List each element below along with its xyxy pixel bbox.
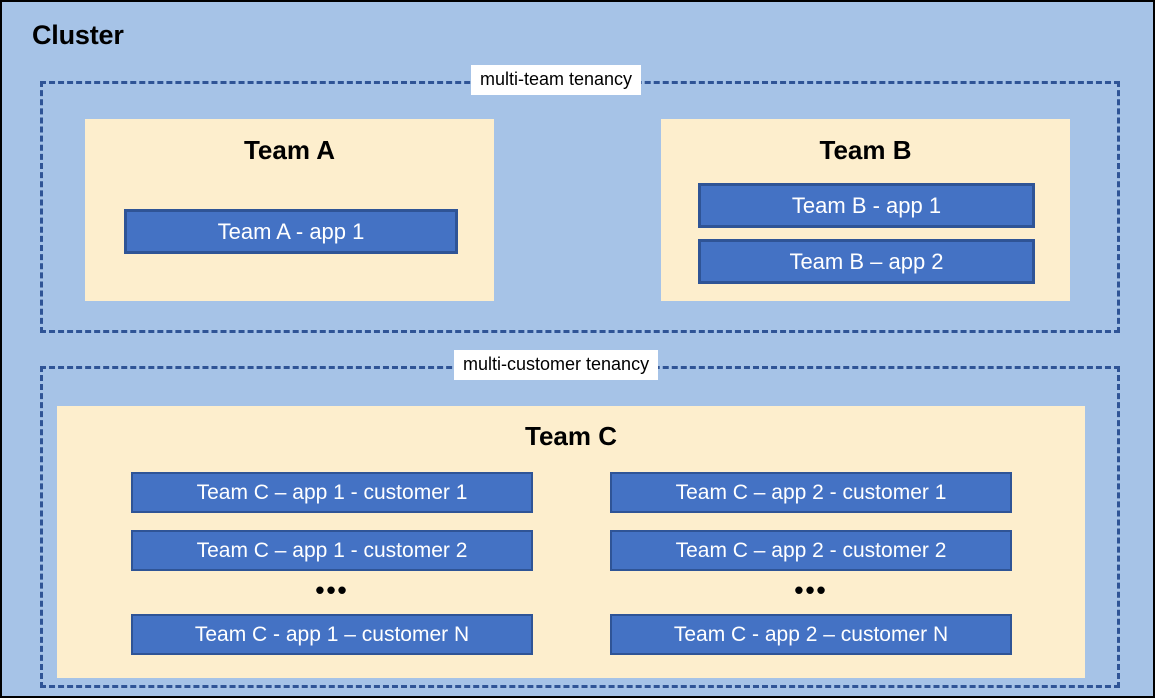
app-box-team-a-app-1[interactable]: Team A - app 1 (124, 209, 458, 254)
app-box-team-c-app-1-customer-n[interactable]: Team C - app 1 – customer N (131, 614, 533, 655)
ellipsis-team-c-app-1: ••• (315, 575, 349, 605)
app-box-team-c-app-1-customer-2[interactable]: Team C – app 1 - customer 2 (131, 530, 533, 571)
team-a-heading: Team A (243, 135, 336, 165)
tenancy-zone-label-multi-customer: multi-customer tenancy (454, 350, 659, 380)
team-panel-a: Team A Team A - app 1 (85, 119, 494, 301)
app-box-team-c-app-2-customer-1[interactable]: Team C – app 2 - customer 1 (610, 472, 1012, 513)
app-box-team-b-app-2[interactable]: Team B – app 2 (698, 239, 1035, 284)
page-title: Cluster (32, 20, 124, 50)
tenancy-zone-label-multi-team: multi-team tenancy (471, 65, 642, 95)
team-panel-b: Team B Team B - app 1 Team B – app 2 (661, 119, 1070, 301)
team-b-heading: Team B (819, 135, 912, 165)
app-box-team-b-app-1[interactable]: Team B - app 1 (698, 183, 1035, 228)
ellipsis-team-c-app-2: ••• (794, 575, 828, 605)
app-box-team-c-app-1-customer-1[interactable]: Team C – app 1 - customer 1 (131, 472, 533, 513)
app-box-team-c-app-2-customer-2[interactable]: Team C – app 2 - customer 2 (610, 530, 1012, 571)
team-panel-c: Team C Team C – app 1 - customer 1 Team … (57, 406, 1085, 678)
team-c-heading: Team C (525, 421, 617, 451)
app-box-team-c-app-2-customer-n[interactable]: Team C - app 2 – customer N (610, 614, 1012, 655)
